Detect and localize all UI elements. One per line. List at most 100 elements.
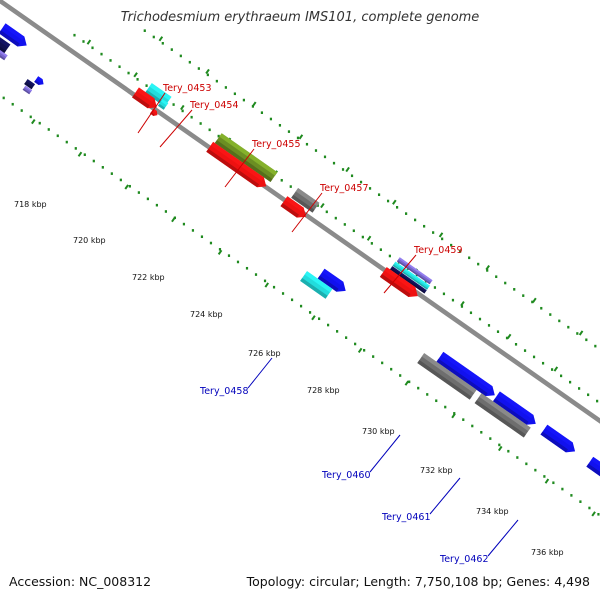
gene-shadow	[317, 275, 339, 292]
ring-dot	[543, 475, 546, 478]
ring-dot	[390, 367, 393, 371]
ring-dot	[100, 52, 103, 56]
ring-dot	[83, 153, 86, 157]
gene-shadow	[24, 82, 33, 90]
ring-dot	[359, 180, 363, 184]
ring-tick	[357, 347, 363, 354]
gene-feature	[214, 133, 278, 183]
ring-dot	[495, 275, 498, 279]
callout-line	[487, 519, 519, 557]
ring-dot	[74, 147, 77, 150]
ring-dot	[179, 54, 182, 58]
callout-line	[247, 357, 273, 389]
ring-dot	[191, 229, 195, 232]
gene-highlight	[160, 99, 169, 106]
ring-dot	[496, 330, 500, 333]
ring-dot	[372, 355, 375, 358]
ring-tick	[485, 264, 490, 271]
ring-dot	[597, 512, 600, 516]
tick-label: 732 kbp	[420, 466, 453, 475]
ring-tick	[158, 36, 164, 42]
gene-highlight	[497, 391, 534, 419]
gene-highlight	[136, 87, 155, 102]
ring-tick	[506, 333, 512, 339]
ring-dot	[128, 184, 131, 188]
ring-dot	[170, 48, 173, 51]
ring-tick	[345, 166, 350, 173]
gene-feature	[436, 351, 495, 397]
ring-dot	[559, 374, 563, 378]
gene-shadow	[392, 264, 428, 290]
ring-dot	[323, 155, 327, 159]
gene-shadow	[417, 359, 472, 400]
ring-guides	[2, 29, 600, 517]
ring-dot	[199, 122, 202, 125]
callout-line	[383, 254, 417, 294]
ring-dot	[11, 102, 14, 106]
ring-dot	[334, 216, 337, 220]
tick-label: 718 kbp	[14, 200, 47, 209]
ring-dot	[523, 349, 527, 352]
gene-shadow	[0, 55, 6, 61]
ring-dot	[498, 443, 501, 447]
ring-dot	[2, 96, 5, 100]
accession-text: Accession: NC_008312	[9, 574, 152, 589]
ring-tick	[311, 315, 316, 321]
gene-highlight	[322, 268, 344, 286]
gene-highlight	[295, 187, 320, 207]
ring-dot	[480, 430, 483, 434]
ring-dot	[336, 330, 339, 333]
ring-dot	[379, 248, 382, 251]
gene-highlight	[24, 85, 33, 92]
ring-dot	[92, 159, 95, 163]
gene-shadow	[492, 398, 529, 425]
gene-label-top: Tery_0454	[189, 100, 239, 111]
gene-shadow	[132, 94, 150, 109]
gene-feature	[291, 187, 320, 213]
ring-dot	[386, 199, 390, 203]
gene-highlight	[421, 353, 477, 394]
ring-dot	[317, 317, 321, 321]
gene-feature	[474, 393, 531, 438]
ring-tick	[217, 249, 223, 255]
ring-tick	[86, 39, 92, 45]
ring-dot	[73, 33, 76, 37]
gene-shadow	[22, 88, 31, 95]
ring-tick	[171, 217, 176, 223]
ring-dot	[576, 332, 579, 335]
ring-dot	[569, 380, 572, 384]
ring-dot	[155, 203, 158, 207]
ring-dot	[540, 306, 543, 310]
genome-backbone	[0, 0, 600, 424]
ring-tick	[553, 366, 559, 372]
ring-dot	[118, 65, 121, 69]
ring-dot	[136, 78, 139, 81]
gene-highlight	[219, 133, 278, 176]
ring-dot	[272, 285, 276, 289]
gene-shadow	[157, 103, 166, 110]
ring-dot	[532, 355, 536, 359]
ring-dot	[263, 279, 267, 283]
ring-dot	[289, 185, 292, 188]
ring-dot	[217, 134, 220, 138]
ring-dot	[224, 86, 227, 89]
ring-dot	[56, 134, 59, 138]
gene-highlight	[210, 141, 264, 181]
gene-feature	[300, 271, 333, 299]
ring-dot	[278, 124, 282, 127]
ring-dot	[245, 266, 249, 270]
ring-dot	[91, 46, 94, 50]
ring-tick	[460, 301, 465, 307]
ring-dot	[269, 117, 273, 121]
ring-dot	[368, 187, 372, 190]
ring-dot	[541, 361, 545, 365]
tick-label: 734 kbp	[476, 507, 509, 516]
ring-dot	[417, 386, 420, 390]
ring-tick	[320, 202, 325, 209]
ring-dot	[395, 206, 399, 209]
gene-shadow	[34, 80, 40, 86]
ring-dot	[242, 98, 245, 102]
ring-tick	[544, 478, 550, 484]
